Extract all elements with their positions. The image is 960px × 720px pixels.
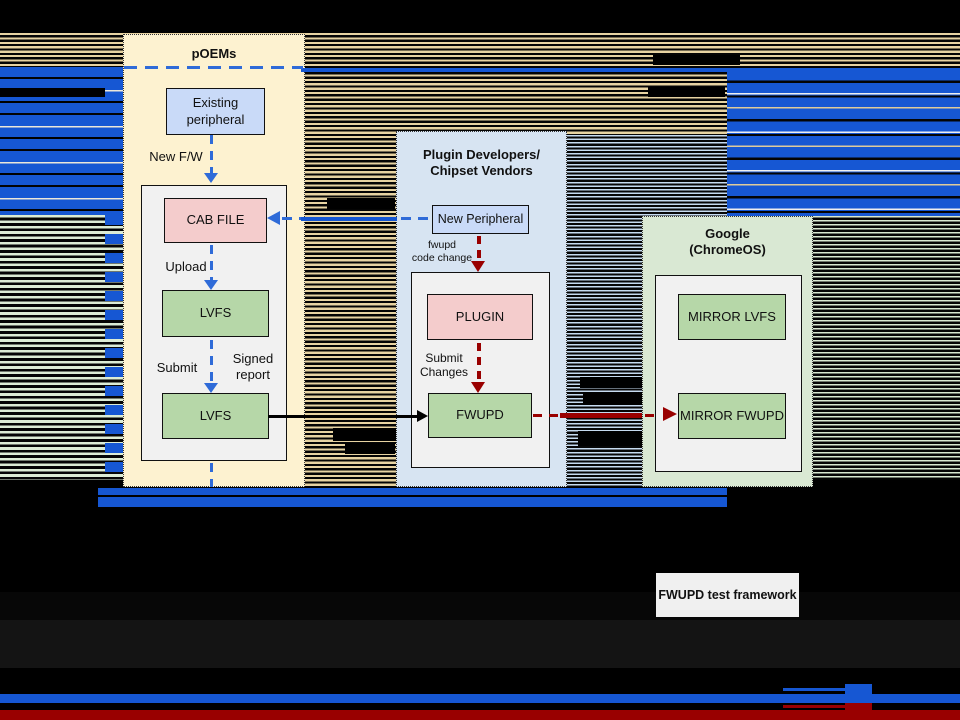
arrow-lvfs-to-lvfs [210, 340, 213, 383]
arrowhead-down-icon [204, 280, 218, 290]
stripe-zone-above-plugin-tan [397, 70, 567, 131]
node-lvfs-upper: LVFS [162, 290, 269, 337]
node-existing-peripheral: Existing peripheral [166, 88, 265, 135]
node-mirror-fwupd: MIRROR FWUPD [678, 393, 786, 439]
node-cab-file: CAB FILE [164, 198, 267, 243]
node-fwupd: FWUPD [428, 393, 532, 438]
existing-peripheral-label-line2: peripheral [186, 111, 245, 127]
node-lvfs-lower: LVFS [162, 393, 269, 439]
arrow-existing-to-container [210, 135, 213, 173]
glitch-bar [327, 198, 395, 209]
label-new-fw: New F/W [149, 149, 203, 164]
legend-red-line [783, 705, 846, 708]
existing-peripheral-label-line1: Existing [192, 94, 239, 110]
label-submit-changes-line1: Submit [425, 351, 463, 365]
dash-tail-below-container [210, 463, 213, 487]
node-plugin: PLUGIN [427, 294, 533, 340]
lane-plugin-title-line1: Plugin Developers/ [422, 147, 541, 162]
stripe-zone-above-google-paleblue [642, 135, 727, 216]
label-signed-report-line2: report [236, 366, 270, 382]
label-upload: Upload [165, 259, 207, 274]
label-signed-report-line1: Signed [232, 351, 274, 366]
glitch-blue-bar [98, 488, 727, 495]
blue-divider-line [301, 68, 960, 72]
label-submit: Submit [156, 360, 198, 375]
lane-google-title-line1: Google [705, 226, 750, 241]
arrowhead-down-icon [204, 173, 218, 183]
glitch-bar [0, 88, 105, 97]
bottom-band-dark [0, 592, 960, 620]
node-new-peripheral: New Peripheral [432, 205, 529, 234]
arrowhead-down-red-icon [471, 382, 485, 393]
arrowhead-left-icon [267, 211, 280, 225]
arrow-lvfs-to-fwupd [268, 415, 418, 418]
lane-plugin-title-line2: Chipset Vendors [430, 163, 533, 179]
label-fwupd-code-change-line1: fwupd [427, 239, 457, 251]
glitch-bar [648, 87, 725, 97]
arrow-fwupd-solid-glitch [560, 413, 642, 418]
lane-google-title: Google (ChromeOS) [643, 217, 812, 259]
arrow-cab-to-lvfs [210, 245, 213, 280]
label-fwupd-code-change: fwupd code change [404, 239, 480, 264]
arrowhead-down-icon [204, 383, 218, 393]
bottom-red-bar [0, 710, 960, 720]
arrowhead-right-red-icon [663, 407, 677, 421]
glitch-bar [653, 55, 740, 65]
arrowhead-down-red-icon [471, 261, 485, 272]
legend-blue-line [783, 688, 846, 691]
label-submit-changes: Submit Changes [413, 351, 475, 380]
node-mirror-lvfs: MIRROR LVFS [678, 294, 786, 340]
stripe-zone-above-google-tan [567, 70, 727, 135]
stripe-zone-mid-paleblue [567, 135, 642, 487]
arrowhead-right-black-icon [417, 410, 428, 422]
stripe-zone-right-blue [727, 70, 960, 216]
arrow-newperipheral-solid-glitch [301, 217, 397, 221]
glitch-blue-bar [98, 497, 727, 507]
label-submit-changes-line2: Changes [419, 365, 469, 380]
label-fwupd-code-change-line2: code change [411, 251, 473, 264]
lane-google-title-line2: (ChromeOS) [689, 242, 766, 258]
lane-plugin-title: Plugin Developers/ Chipset Vendors [397, 132, 566, 180]
node-test-framework: FWUPD test framework [656, 573, 799, 617]
stripe-zone-left-bluecol [105, 215, 124, 480]
label-signed-report: Signed report [226, 351, 280, 382]
glitch-bar [578, 431, 642, 446]
glitch-bar [580, 377, 642, 388]
arrow-plugin-to-fwupd [477, 343, 481, 382]
stripe-zone-mid-tan [301, 70, 397, 487]
stripe-zone-left-green [0, 215, 105, 480]
bottom-band-gray [0, 620, 960, 668]
bottom-blue-bar [0, 694, 960, 703]
lane-poems-title: pOEMs [191, 46, 237, 61]
glitch-bar [333, 428, 396, 441]
arrow-newperipheral-to-plugin [477, 236, 481, 262]
glitch-bar [345, 443, 395, 454]
stripe-zone-right-green [813, 216, 960, 480]
glitch-bar [583, 392, 642, 405]
lane-poems-header-divider [124, 66, 303, 69]
